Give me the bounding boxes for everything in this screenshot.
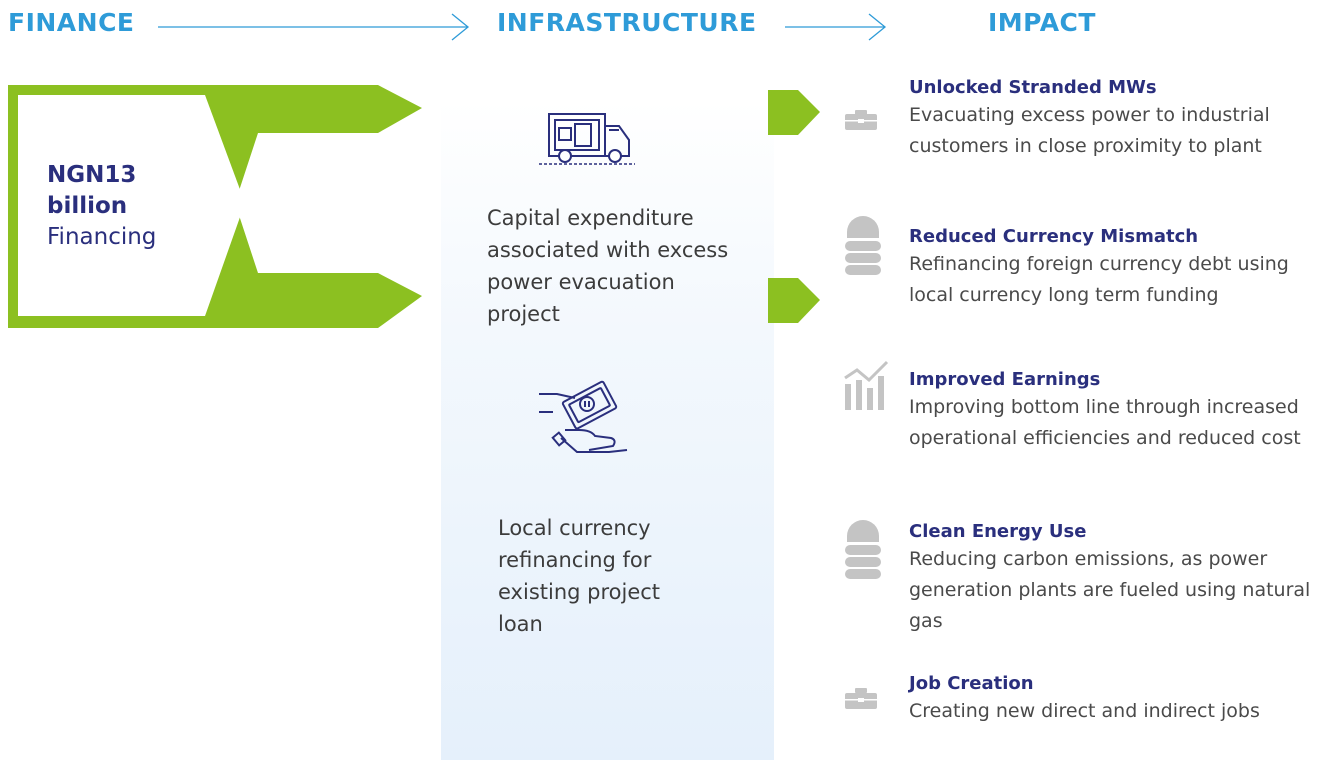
impact-arrow-bottom	[768, 278, 820, 323]
lock-icon	[845, 216, 881, 275]
impact-description: Refinancing foreign currency debt using …	[909, 253, 1289, 306]
impact-item-clean-energy: Clean Energy Use Reducing carbon emissio…	[909, 520, 1314, 637]
finance-bracket	[8, 85, 422, 328]
infrastructure-item-capex: Capital expenditure associated with exce…	[487, 206, 729, 326]
lock-icon	[845, 520, 881, 579]
infrastructure-to-impact-arrow	[785, 13, 887, 41]
header-finance: FINANCE	[8, 8, 135, 37]
hand-money-icon	[539, 380, 628, 453]
header-impact: IMPACT	[988, 8, 1096, 37]
impact-item-unlocked-mws: Unlocked Stranded MWs Evacuating excess …	[909, 76, 1314, 162]
briefcase-icon	[845, 110, 877, 130]
finance-amount-value: NGN13	[47, 162, 137, 188]
infrastructure-item-refinancing: Local currency refinancing for existing …	[498, 516, 661, 636]
briefcase-icon	[845, 688, 877, 709]
impact-description: Improving bottom line through increased …	[909, 396, 1301, 449]
finance-amount-unit: billion	[47, 193, 128, 219]
infrastructure-panel	[441, 100, 774, 760]
impact-item-improved-earnings: Improved Earnings Improving bottom line …	[909, 368, 1314, 454]
impact-title: Improved Earnings	[909, 369, 1101, 390]
finance-to-infrastructure-arrow	[158, 13, 470, 41]
impact-description: Creating new direct and indirect jobs	[909, 700, 1260, 722]
impact-title: Clean Energy Use	[909, 521, 1087, 542]
impact-item-job-creation: Job Creation Creating new direct and ind…	[909, 672, 1314, 727]
growth-chart-icon	[844, 360, 889, 410]
impact-title: Reduced Currency Mismatch	[909, 226, 1199, 247]
truck-icon	[539, 113, 635, 165]
impact-arrow-top	[768, 90, 820, 135]
finance-label: Financing	[47, 224, 157, 250]
impact-title: Unlocked Stranded MWs	[909, 77, 1157, 98]
header-arrows	[158, 13, 887, 41]
impact-description: Reducing carbon emissions, as power gene…	[909, 548, 1311, 632]
finance-amount: NGN13 billion Financing	[47, 160, 156, 253]
impact-item-currency-mismatch: Reduced Currency Mismatch Refinancing fo…	[909, 225, 1314, 311]
header-infrastructure: INFRASTRUCTURE	[497, 8, 757, 37]
impact-title: Job Creation	[909, 673, 1034, 694]
impact-description: Evacuating excess power to industrial cu…	[909, 104, 1270, 157]
